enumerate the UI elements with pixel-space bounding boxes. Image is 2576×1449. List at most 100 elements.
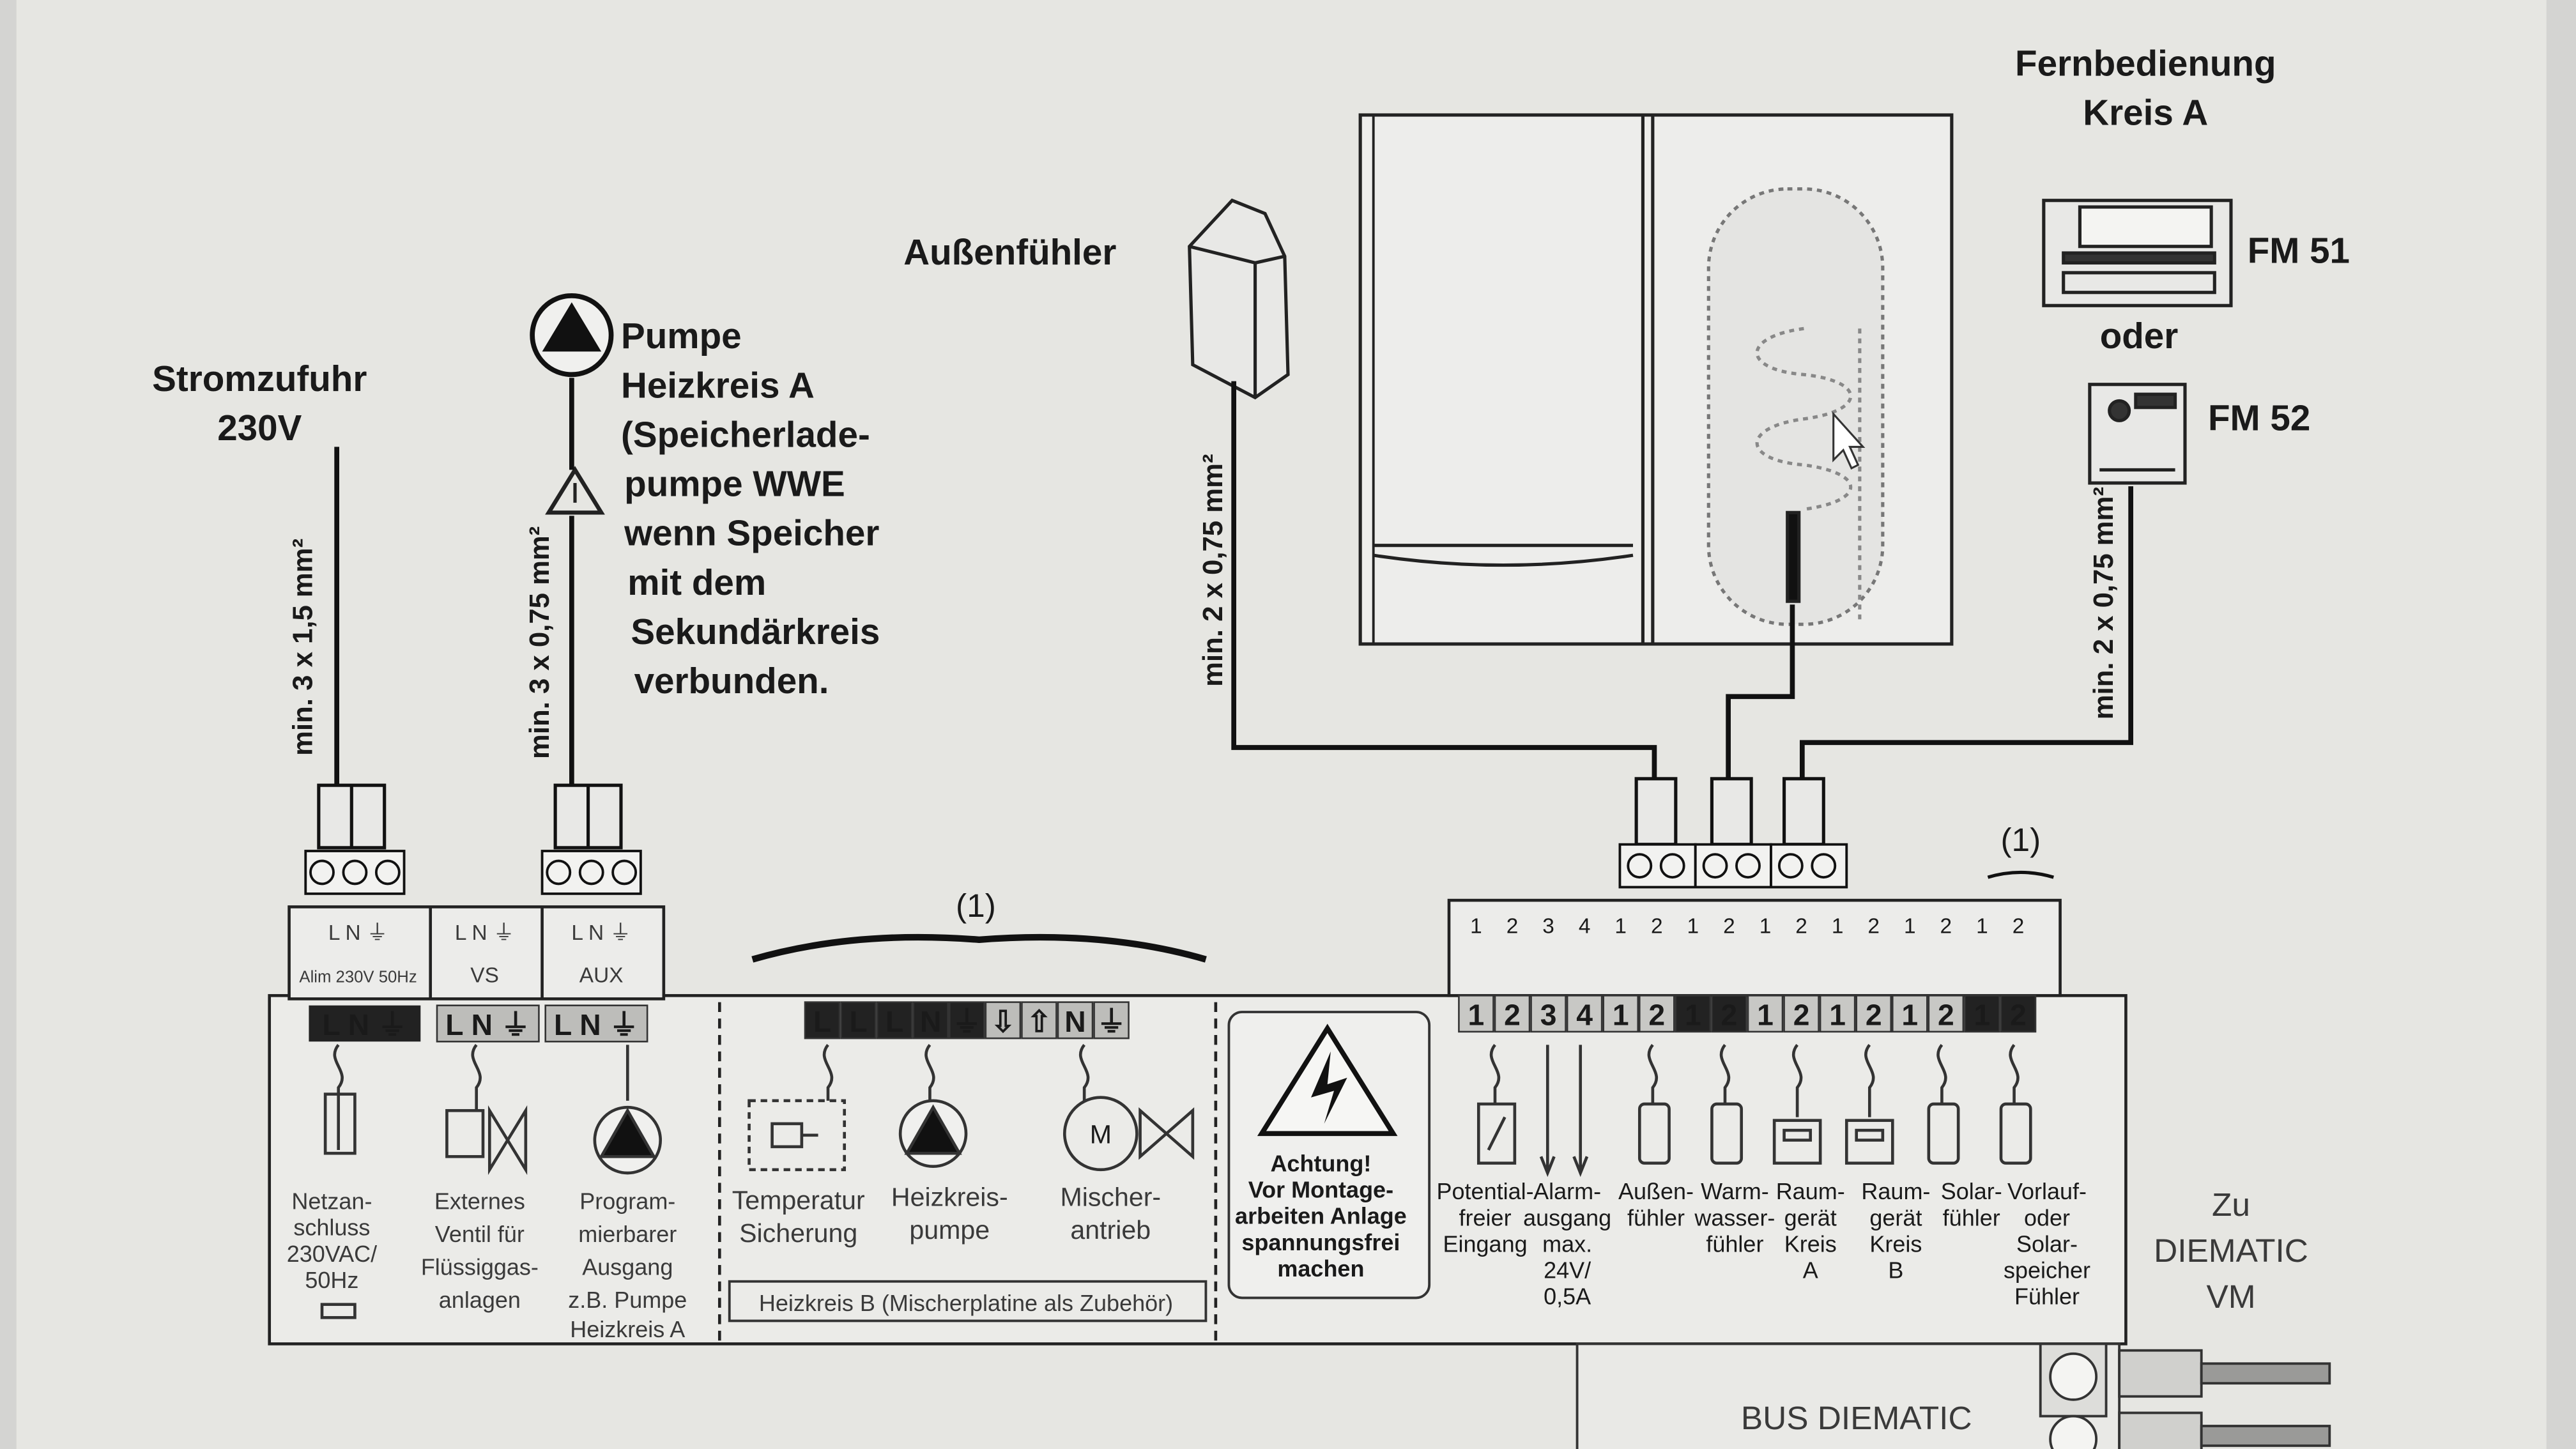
warning-line: Achtung! xyxy=(1270,1150,1371,1176)
terminal-number: 2 xyxy=(1793,999,1810,1032)
terminal-number: 1 xyxy=(1974,999,1991,1032)
bus-connector xyxy=(1575,1342,2331,1449)
terminal-cell xyxy=(1892,995,1928,1033)
device-label: Solar- xyxy=(1941,1178,2002,1204)
device-label: 24V/ xyxy=(1544,1257,1591,1284)
device-label: Alarm- xyxy=(1533,1178,1601,1204)
or-label: oder xyxy=(2100,316,2179,356)
device-label: z.B. Pumpe xyxy=(568,1287,687,1313)
terminal-cell xyxy=(1783,995,1820,1033)
mid-device-icons: M xyxy=(747,1043,1195,1172)
fm51-device-icon xyxy=(2042,199,2233,307)
terminal-number-upper: 3 xyxy=(1542,915,1554,939)
device-label: Warm- xyxy=(1701,1178,1769,1204)
terminal-number: 2 xyxy=(2010,999,2027,1032)
right-device-labels: Potential-freierEingangAlarm-ausgangmax.… xyxy=(1437,1178,2091,1310)
device-label: Ventil für xyxy=(435,1221,525,1247)
device-label: Heizkreis A xyxy=(570,1316,685,1342)
left-device-icons xyxy=(320,1043,663,1319)
warning-line: spannungsfrei xyxy=(1241,1229,1400,1255)
terminal-cell xyxy=(2000,995,2037,1033)
terminal-label: ⏚ xyxy=(1096,1005,1126,1038)
terminal-number-upper: 2 xyxy=(1940,915,1952,939)
terminal-number: 3 xyxy=(1540,999,1557,1032)
device-label: anlagen xyxy=(439,1287,521,1313)
pump-line: wenn Speicher xyxy=(624,513,879,553)
device-label: fühler xyxy=(1627,1204,1685,1230)
terminal-cell xyxy=(1093,1001,1130,1039)
fm52-device-icon xyxy=(2088,383,2187,485)
terminal-cell xyxy=(804,1001,841,1039)
device-label: Ausgang xyxy=(582,1254,673,1280)
terminal-number: 2 xyxy=(1938,999,1954,1032)
device-label: oder xyxy=(2024,1204,2070,1230)
terminal-number-upper: 2 xyxy=(1506,915,1519,939)
brace-left xyxy=(751,933,1207,963)
terminal-cell xyxy=(1021,1001,1057,1039)
pump-cable-label: min. 3 x 0,75 mm² xyxy=(524,526,555,759)
terminal-number-upper: 1 xyxy=(1687,915,1699,939)
terminal-label: N xyxy=(1064,1005,1085,1038)
power-supply-title-2: 230V xyxy=(217,408,302,448)
terminal-cell xyxy=(1964,995,2000,1033)
device-label: Sicherung xyxy=(739,1218,857,1248)
footnote-marker: (1) xyxy=(956,887,996,924)
device-label: speicher xyxy=(2004,1257,2090,1284)
fm51-label: FM 51 xyxy=(2248,230,2350,270)
terminal-number-upper: 1 xyxy=(1976,915,1988,939)
remote-title-1: Fernbedienung xyxy=(2015,43,2276,83)
device-label: Kreis xyxy=(1869,1230,1922,1257)
device-label: Netzan- xyxy=(291,1188,372,1215)
terminal-cell xyxy=(1747,995,1784,1033)
diematic-line: VM xyxy=(2206,1278,2255,1315)
brace-right xyxy=(1987,870,2055,879)
terminal-number-upper: 2 xyxy=(1723,915,1735,939)
outdoor-sensor-icon xyxy=(1188,198,1290,400)
terminal-cell xyxy=(1602,995,1639,1033)
terminal-number-upper: 1 xyxy=(1832,915,1844,939)
terminal-number: 1 xyxy=(1685,999,1701,1032)
device-label: Solar- xyxy=(2016,1230,2078,1257)
terminal-cell xyxy=(1566,995,1603,1033)
terminal-label: L N ⏚ xyxy=(445,1008,530,1041)
mouse-cursor-icon xyxy=(1832,411,1866,470)
device-label: freier xyxy=(1459,1204,1512,1230)
terminal-board xyxy=(268,898,2128,1346)
terminal-number: 1 xyxy=(1829,999,1846,1032)
device-label: Raum- xyxy=(1776,1178,1845,1204)
device-label: A xyxy=(1803,1257,1818,1284)
device-label: Flüssiggas- xyxy=(421,1254,539,1280)
right-device-icons xyxy=(1476,1043,2032,1177)
device-label: Mischer- xyxy=(1060,1182,1161,1211)
plug-connectors xyxy=(317,777,1825,850)
device-label: antrieb xyxy=(1070,1215,1151,1245)
terminal-number: 4 xyxy=(1576,999,1593,1032)
terminal-number: 1 xyxy=(1757,999,1774,1032)
left-block-terminals: L N ⏚ xyxy=(455,921,514,945)
device-label: Raum- xyxy=(1861,1178,1930,1204)
pump-symbol-icon xyxy=(530,293,614,515)
terminal-cell xyxy=(949,1001,985,1039)
terminal-cell xyxy=(1711,995,1747,1033)
terminal-label: ⇩ xyxy=(990,1005,1015,1038)
device-label: Program- xyxy=(579,1188,675,1215)
remote-title-2: Kreis A xyxy=(2083,92,2208,132)
outdoor-sensor-title: Außenfühler xyxy=(903,232,1116,272)
terminal-number-upper: 1 xyxy=(1470,915,1482,939)
device-label: max. xyxy=(1542,1230,1592,1257)
pump-line: Heizkreis A xyxy=(621,365,815,405)
screw-terminals xyxy=(304,843,1848,895)
terminal-number-upper: 2 xyxy=(1795,915,1807,939)
terminal-number: 2 xyxy=(1866,999,1882,1032)
terminal-cell xyxy=(912,1001,949,1039)
warning-line: Vor Montage- xyxy=(1248,1177,1393,1203)
device-label: 230VAC/ xyxy=(287,1241,377,1267)
device-label: Heizkreis- xyxy=(891,1182,1008,1211)
device-label: wasser- xyxy=(1694,1204,1775,1230)
boiler-unit xyxy=(1358,113,1954,646)
terminal-number-upper: 1 xyxy=(1614,915,1627,939)
terminal-label: ⏚ xyxy=(952,1005,981,1038)
terminal-number-upper: 1 xyxy=(1904,915,1916,939)
device-label: fühler xyxy=(1706,1230,1763,1257)
